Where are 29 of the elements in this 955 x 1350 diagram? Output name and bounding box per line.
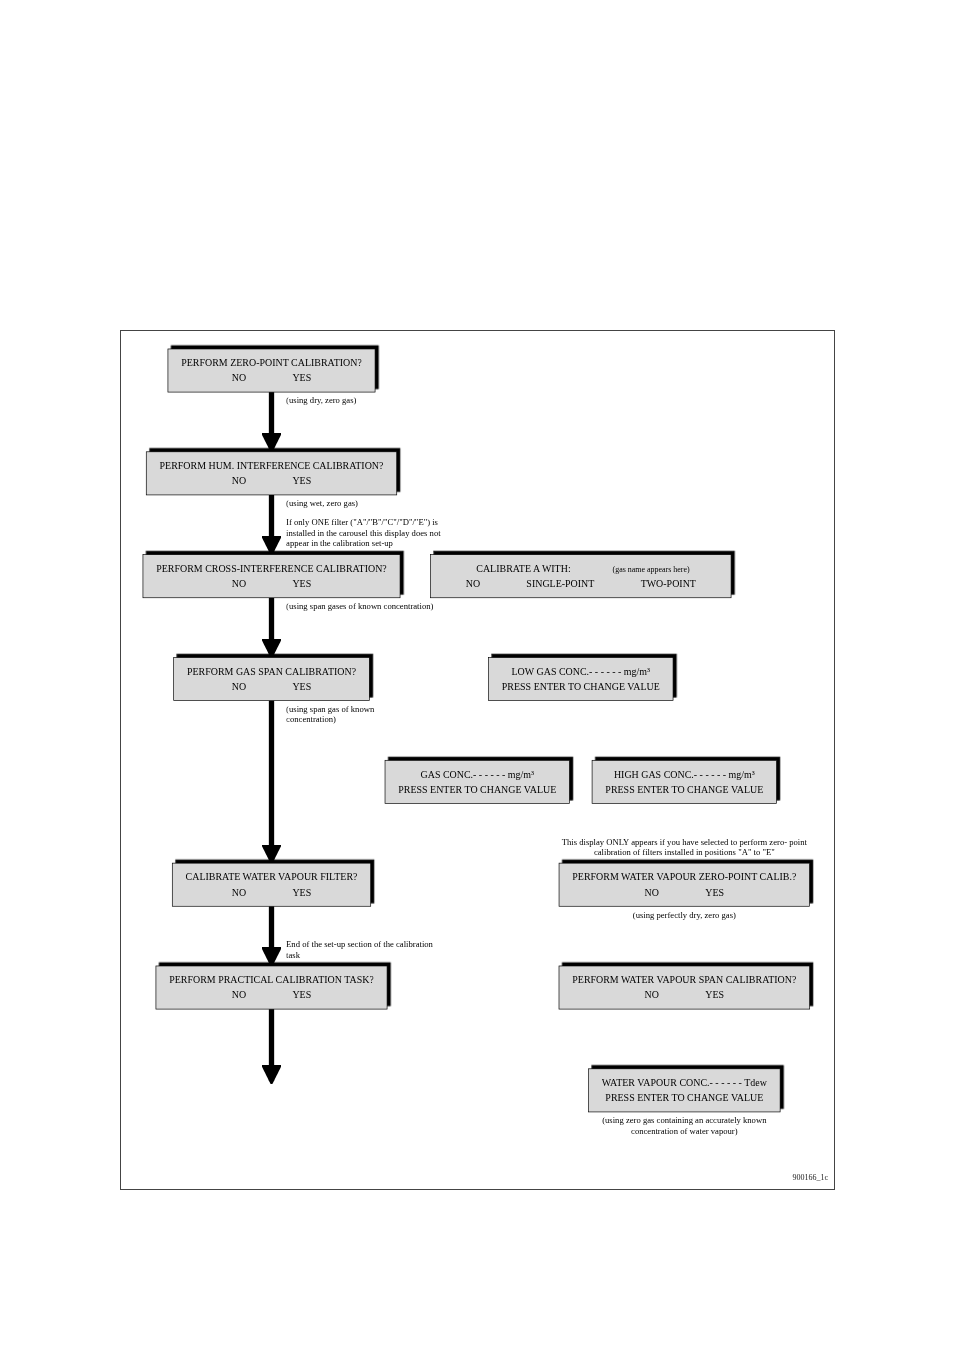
node-box bbox=[488, 657, 674, 701]
note-text: (using span gases of known concentration) bbox=[286, 601, 435, 612]
node-box bbox=[558, 862, 810, 907]
node-box bbox=[430, 554, 732, 599]
arrow bbox=[261, 700, 282, 865]
note-text: (using span gas of known concentration) bbox=[286, 703, 376, 725]
arrow bbox=[261, 597, 282, 659]
node-box bbox=[588, 1068, 781, 1113]
note-text: If only ONE filter ("A"/"B"/"C"/"D"/"E") is installed in the carousel this display does not appear in the calibration set-up bbox=[286, 517, 442, 549]
node-box bbox=[155, 965, 388, 1010]
arrow bbox=[261, 1009, 282, 1085]
node-box bbox=[558, 965, 811, 1010]
arrow bbox=[261, 906, 282, 967]
arrow bbox=[261, 392, 282, 453]
arrow bbox=[261, 494, 282, 556]
node-box bbox=[145, 451, 398, 496]
note-text: (using dry, zero gas) bbox=[286, 395, 358, 406]
note-text: This display ONLY appears if you have selected to perform zero- point calibration of filters installed in positions "A" to "E" bbox=[560, 836, 808, 858]
node-box bbox=[591, 759, 777, 804]
node-box bbox=[142, 554, 401, 599]
node-box bbox=[173, 657, 370, 701]
note-text: (using perfectly dry, zero gas) bbox=[632, 909, 737, 920]
node-box bbox=[167, 348, 376, 393]
node-box bbox=[384, 759, 570, 804]
note-text: (using wet, zero gas) bbox=[286, 498, 359, 509]
figure-code: 900166_1c bbox=[792, 1173, 828, 1182]
note-text: End of the set-up section of the calibration task bbox=[286, 939, 434, 960]
node-box bbox=[171, 862, 372, 907]
note-text: (using zero gas containing an accurately known concentration of water vapour) bbox=[601, 1115, 768, 1136]
